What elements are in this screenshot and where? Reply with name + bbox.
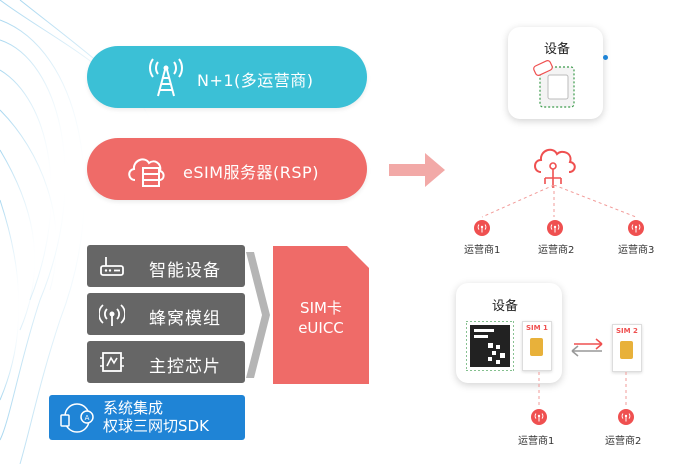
operator-signal-icon xyxy=(628,220,644,236)
signal-icon xyxy=(99,304,125,326)
top-operator-2-label: 运营商2 xyxy=(538,245,575,256)
sim1-label: SIM 1 xyxy=(526,324,548,332)
status-dot xyxy=(603,55,608,60)
operator-signal-icon xyxy=(618,409,634,425)
operator-pill-label: N+1(多运营商) xyxy=(197,71,314,90)
cellular-module-box: 蜂窝模组 xyxy=(87,293,245,335)
main-chip-label: 主控芯片 xyxy=(149,357,221,377)
operator-signal-icon xyxy=(474,220,490,236)
embedded-chip-icon xyxy=(533,60,575,108)
smart-device-box: 智能设备 xyxy=(87,245,245,287)
main-chip-box: 主控芯片 xyxy=(87,341,245,383)
smart-device-label: 智能设备 xyxy=(149,261,221,281)
sim-card-shape: SIM卡 eUICC xyxy=(273,246,369,384)
cell-tower-icon xyxy=(149,58,183,97)
bottom-operator-2-label: 运营商2 xyxy=(605,436,642,447)
sim1-chip xyxy=(530,338,543,356)
sdk-label-1: 系统集成 xyxy=(103,399,164,417)
cellular-module-label: 蜂窝模组 xyxy=(149,309,221,329)
sim2-card: SIM 2 xyxy=(612,324,642,372)
top-operator-1-label: 运营商1 xyxy=(464,245,501,256)
top-device-card: 设备 xyxy=(508,27,608,119)
bottom-operator-1-label: 运营商1 xyxy=(518,436,555,447)
sdk-box: A 系统集成 权球三网切SDK xyxy=(49,395,245,440)
top-operator-3-label: 运营商3 xyxy=(618,245,655,256)
sim-card-label-1: SIM卡 xyxy=(300,299,342,317)
sim-card-label-2: eUICC xyxy=(298,319,344,337)
bottom-device-title: 设备 xyxy=(492,299,519,314)
bottom-connector-lines xyxy=(538,372,627,406)
cloud-network-icon xyxy=(534,148,576,188)
sdk-label-2: 权球三网切SDK xyxy=(103,417,209,435)
chip-icon xyxy=(100,352,124,372)
esim-server-pill: eSIM服务器(RSP) xyxy=(87,138,367,200)
router-icon xyxy=(100,257,124,276)
operator-pill: N+1(多运营商) xyxy=(87,46,367,108)
operator-signal-icon xyxy=(531,409,547,425)
esim-server-pill-label: eSIM服务器(RSP) xyxy=(183,163,319,182)
top-device-title: 设备 xyxy=(544,42,571,57)
sim-switch-icon: A xyxy=(60,403,94,433)
arrow-right-icon xyxy=(389,153,445,187)
bottom-device-card: 设备 SIM 1 xyxy=(456,283,562,383)
sim2-chip xyxy=(620,341,633,359)
sim2-label: SIM 2 xyxy=(616,327,638,335)
sim1-card: SIM 1 xyxy=(522,321,552,371)
operator-signal-icon xyxy=(547,220,563,236)
swap-arrows-icon xyxy=(571,338,603,357)
qr-chip-icon xyxy=(466,321,514,371)
chevron-right-icon xyxy=(246,252,270,378)
top-connector-lines xyxy=(481,185,637,218)
cloud-server-icon xyxy=(128,158,165,187)
svg-text:A: A xyxy=(85,414,90,422)
